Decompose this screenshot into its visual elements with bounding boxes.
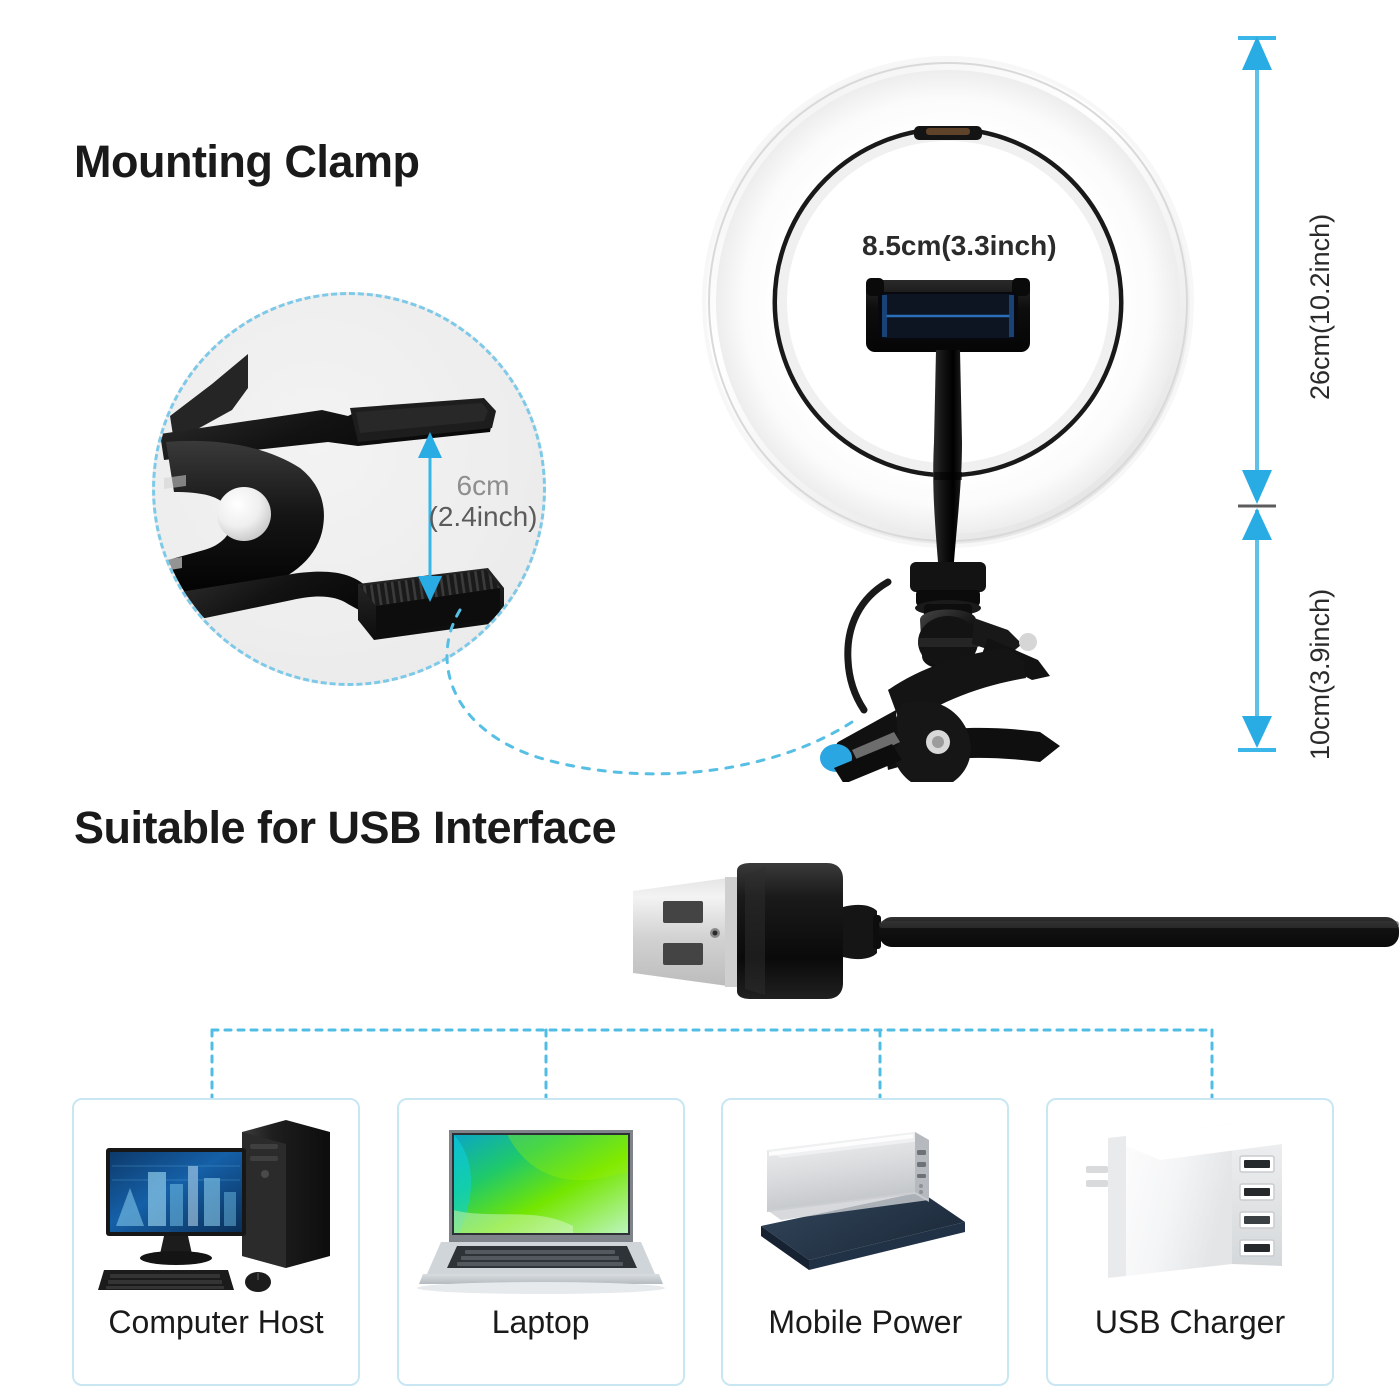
mounting-clamp-heading: Mounting Clamp — [74, 136, 420, 187]
device-card-computer-host[interactable]: Computer Host — [72, 1098, 360, 1386]
ring-top-hinge — [914, 126, 982, 140]
clamp-gap-inch: (2.4inch) — [428, 501, 538, 533]
usb-wall-charger-icon — [1085, 1124, 1282, 1278]
clamp-gap-dimension-label: 6cm (2.4inch) — [418, 470, 548, 533]
ring-diameter-dimension-label: 26cm(10.2inch) — [1305, 213, 1335, 400]
compatible-devices-row: Computer Host — [72, 1098, 1334, 1386]
usb-connector-illustration — [633, 863, 1399, 999]
laptop-icon — [416, 1130, 665, 1294]
clamp-body-group — [160, 354, 504, 640]
usb-interface-heading: Suitable for USB Interface — [74, 802, 617, 853]
device-card-mobile-power[interactable]: Mobile Power — [721, 1098, 1010, 1386]
device-label-mobile-power: Mobile Power — [768, 1304, 963, 1340]
device-label-laptop: Laptop — [491, 1304, 590, 1340]
spring-clamp — [820, 648, 1060, 782]
usb-branch-connector-lines — [210, 1028, 1214, 1106]
phone-holder — [866, 278, 1030, 352]
dimension-lines-group — [1238, 36, 1276, 752]
power-bank-icon — [761, 1132, 966, 1270]
device-label-computer-host: Computer Host — [108, 1304, 324, 1340]
device-label-usb-charger: USB Charger — [1094, 1304, 1286, 1340]
phone-holder-width-label: 8.5cm(3.3inch) — [862, 230, 1057, 261]
clamp-gap-arrow — [418, 432, 442, 602]
desktop-computer-icon — [98, 1120, 330, 1292]
usb-ports-group — [1239, 1155, 1275, 1257]
ring-light-product-illustration — [702, 56, 1194, 782]
device-card-laptop[interactable]: Laptop — [396, 1098, 685, 1386]
clamp-gap-cm: 6cm — [456, 470, 510, 501]
clamp-detail-illustration — [160, 354, 504, 640]
clamp-height-dimension-label: 10cm(3.9inch) — [1305, 588, 1335, 760]
device-card-usb-charger[interactable]: USB Charger — [1045, 1098, 1334, 1386]
